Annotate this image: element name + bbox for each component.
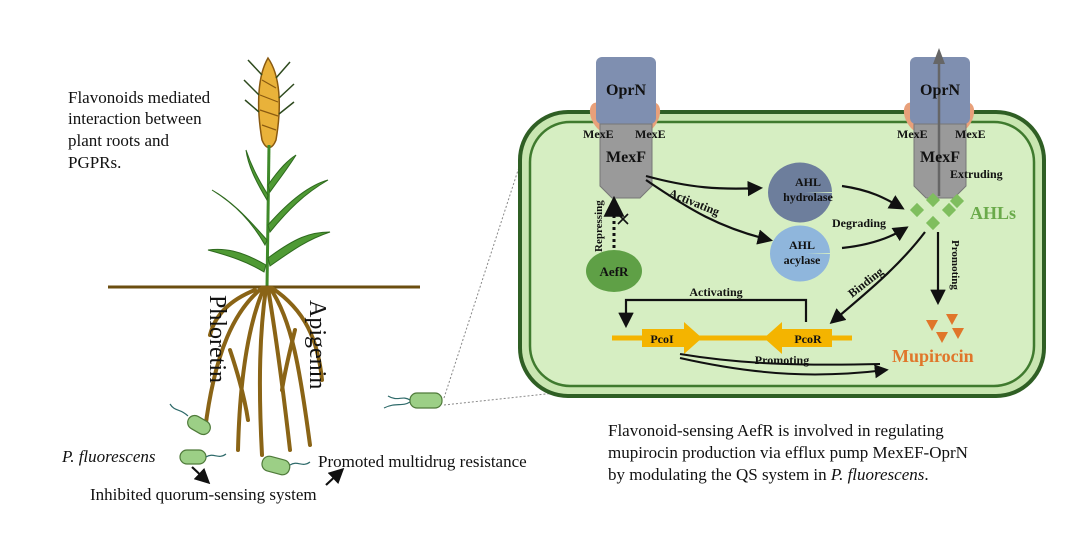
inhibited-qs-label: Inhibited quorum-sensing system [90, 485, 317, 504]
oprn-label-1: OprN [606, 82, 646, 99]
efflux-pump-2 [903, 48, 975, 199]
aefr-label: AefR [600, 264, 629, 279]
degrading-label: Degrading [832, 216, 886, 230]
bacteria-group [169, 392, 443, 476]
efflux-pump-1 [589, 57, 661, 199]
acylase-label-1: AHL [789, 238, 815, 252]
activating-loop-arrow [618, 298, 808, 329]
caption-line-3: plant roots and [68, 131, 170, 150]
apigenin-label: Apigenin [304, 300, 330, 389]
bacterium-1 [169, 403, 211, 436]
wheat-stem [207, 144, 331, 289]
hydrolase-label-1: AHL [795, 175, 821, 189]
phloretin-label: Phloretin [204, 295, 230, 383]
binding-arrow [829, 231, 926, 324]
roots [203, 286, 324, 457]
activating-arrow-hydrolase [645, 174, 764, 197]
promoting-arrow-bottom-1 [679, 353, 881, 366]
aefr-blob [586, 250, 642, 292]
bacterium-3 [261, 455, 311, 476]
promoting-label-bottom: Promoting [755, 353, 809, 367]
mexe-label-1b: MexE [635, 127, 666, 141]
oprn-label-2: OprN [920, 82, 960, 99]
species-label: P. fluorescens [61, 447, 156, 466]
hydrolase-shape [768, 162, 832, 223]
wheat-head [243, 56, 295, 149]
summary-line-1: Flavonoid-sensing AefR is involved in re… [608, 421, 944, 440]
summary-line-2: mupirocin production via efflux pump Mex… [608, 443, 968, 462]
caption-line-4: PGPRs. [68, 153, 121, 172]
pcoi-label: PcoI [650, 332, 674, 346]
extruding-label: Extruding [950, 167, 1003, 181]
acylase-label-2: acylase [784, 253, 821, 267]
mexe-label-1a: MexE [583, 127, 614, 141]
promoting-label-side: Promoting [949, 240, 961, 290]
plant-caption: Flavonoids mediated interaction between … [68, 88, 211, 172]
mupirocin-label: Mupirocin [892, 346, 974, 366]
zoom-line-top [443, 157, 523, 399]
activating-arrow-acylase [645, 179, 773, 245]
repress-cross [617, 213, 629, 225]
acylase-shape [770, 225, 830, 282]
pcor-gene [764, 322, 832, 354]
promoting-arrow-bottom-2 [679, 357, 889, 379]
pcor-label: PcoR [794, 332, 822, 346]
degrading-arrow-2 [841, 226, 909, 250]
mupirocin-molecules [926, 314, 964, 343]
inhibit-arrow [191, 466, 211, 485]
mexe-label-2b: MexE [955, 127, 986, 141]
caption-line-1: Flavonoids mediated [68, 88, 211, 107]
mexe-label-2a: MexE [897, 127, 928, 141]
caption-line-2: interaction between [68, 109, 202, 128]
summary-line-3: by modulating the QS system in P. fluore… [608, 465, 929, 484]
ahl-molecules [909, 192, 965, 231]
promote-arrow [325, 467, 345, 486]
pcoi-gene [642, 322, 702, 354]
degrading-arrow-1 [841, 184, 905, 210]
ahls-label: AHLs [970, 203, 1016, 223]
bacterium-2 [179, 449, 227, 465]
zoom-line-bottom [443, 392, 556, 406]
hydrolase-label-2: hydrolase [783, 190, 833, 204]
activating-label-loop: Activating [689, 285, 742, 299]
mexf-label-1: MexF [606, 149, 646, 166]
repressing-label: Repressing [593, 200, 605, 252]
promoted-mdr-label: Promoted multidrug resistance [318, 452, 527, 471]
bacterium-4 [383, 392, 443, 409]
mexf-label-2: MexF [920, 149, 960, 166]
summary-text: Flavonoid-sensing AefR is involved in re… [608, 421, 968, 484]
